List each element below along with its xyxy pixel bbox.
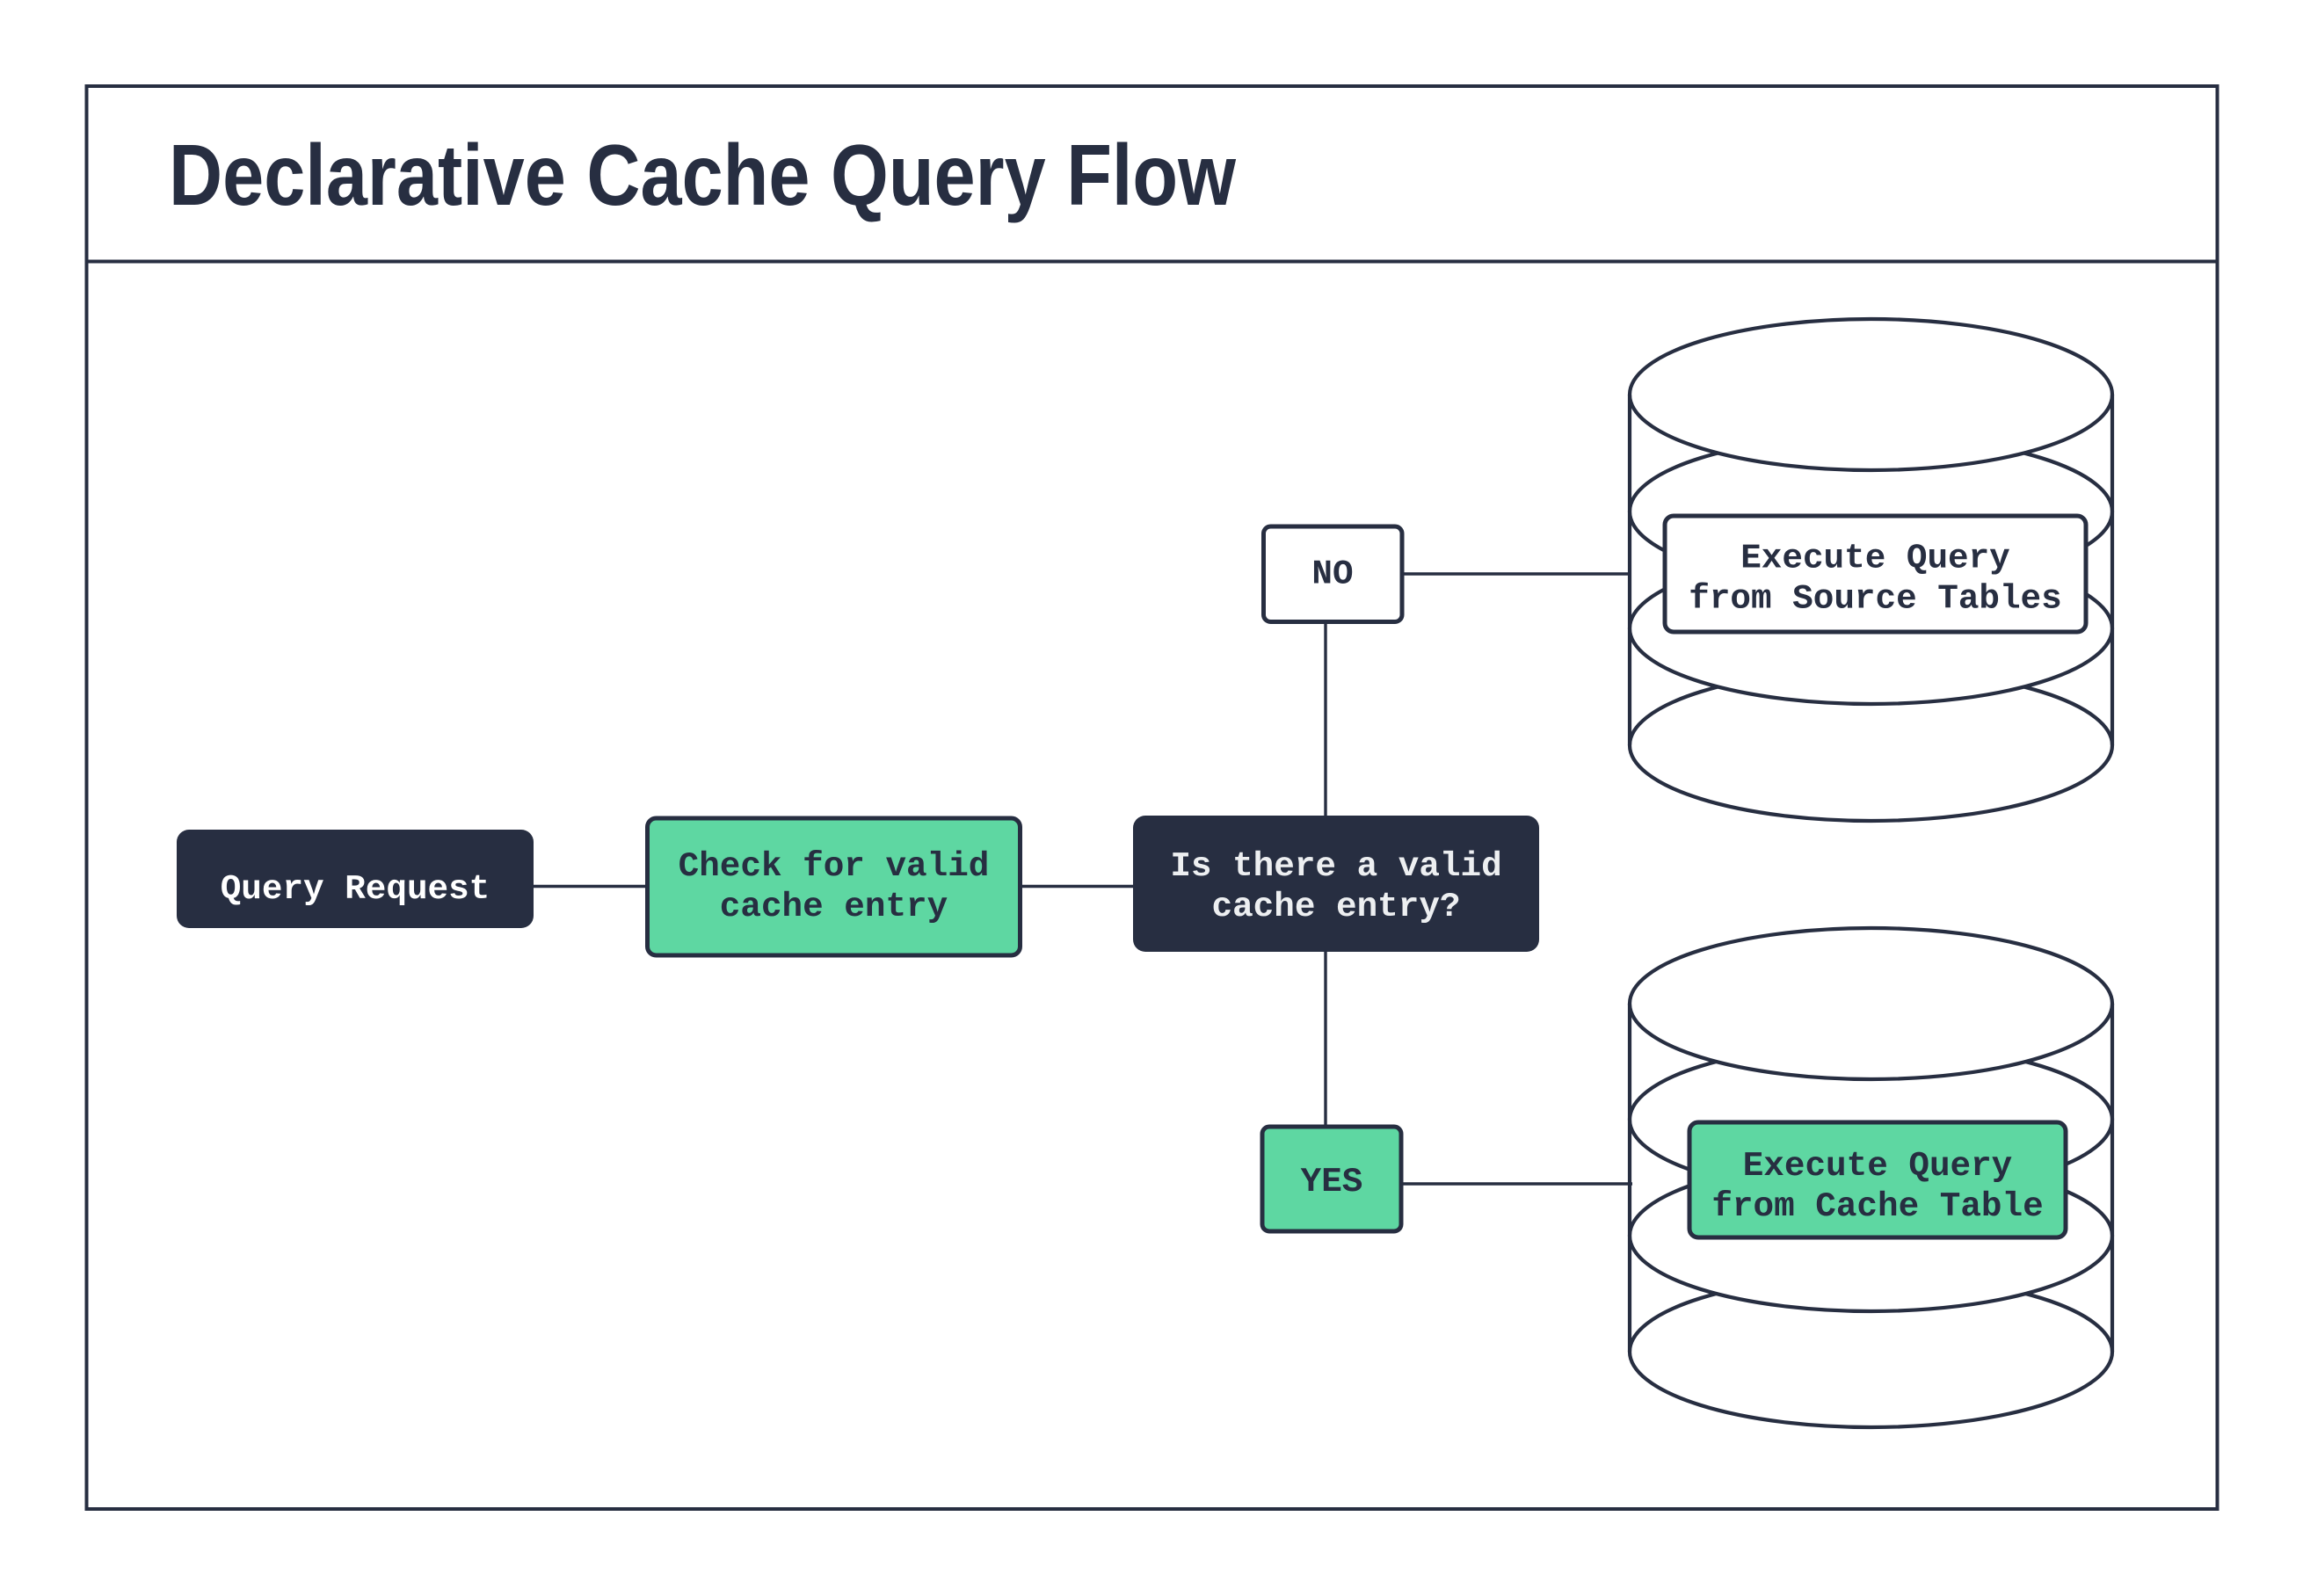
svg-text:Is there a valid: Is there a valid — [1170, 846, 1501, 886]
svg-text:NO: NO — [1311, 555, 1353, 594]
svg-text:from Cache Table: from Cache Table — [1711, 1186, 2043, 1226]
svg-text:Declarative Cache Query Flow: Declarative Cache Query Flow — [169, 127, 1237, 223]
svg-text:Query Request: Query Request — [221, 869, 490, 909]
svg-text:YES: YES — [1301, 1162, 1363, 1201]
svg-text:cache entry: cache entry — [720, 887, 948, 926]
svg-text:Execute Query: Execute Query — [1743, 1146, 2013, 1186]
svg-text:from Source Tables: from Source Tables — [1689, 579, 2061, 619]
svg-text:Execute Query: Execute Query — [1740, 539, 2010, 578]
svg-text:Check for valid: Check for valid — [679, 846, 990, 886]
svg-text:cache entry?: cache entry? — [1212, 887, 1461, 926]
